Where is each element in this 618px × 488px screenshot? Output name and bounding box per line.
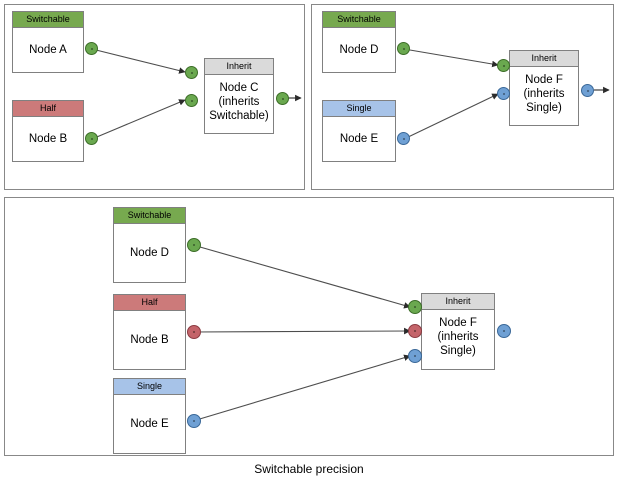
node-b-header: Half — [13, 101, 83, 117]
node-box-f2[interactable]: Inherit Node F (inherits Single) — [421, 293, 495, 370]
diagram-caption: Switchable precision — [254, 462, 364, 476]
node-box-b[interactable]: Half Node B — [12, 100, 84, 162]
node-a-label: Node A — [29, 44, 67, 56]
node-box-e2[interactable]: Single Node E — [113, 378, 186, 454]
port-c-input-2[interactable] — [185, 94, 198, 107]
node-f2-header: Inherit — [422, 294, 494, 310]
port-f2-input-3[interactable] — [408, 349, 422, 363]
port-f2-input-2[interactable] — [408, 324, 422, 338]
node-e-header: Single — [323, 101, 395, 117]
node-f-label: Node F (inherits Single) — [523, 74, 565, 114]
panel-bottom — [4, 197, 614, 456]
node-d-header: Switchable — [323, 12, 395, 28]
port-d2-output[interactable] — [187, 238, 201, 252]
node-f2-label: Node F (inherits Single) — [437, 317, 479, 357]
node-d2-label: Node D — [130, 247, 169, 259]
node-box-c[interactable]: Inherit Node C (inherits Switchable) — [204, 58, 274, 134]
port-c-output[interactable] — [276, 92, 289, 105]
node-b-label: Node B — [28, 133, 68, 145]
port-b-output[interactable] — [85, 132, 98, 145]
node-d-label: Node D — [339, 44, 379, 56]
port-f-input-1[interactable] — [497, 59, 510, 72]
port-e-output[interactable] — [397, 132, 410, 145]
node-a-header: Switchable — [13, 12, 83, 28]
node-c-header: Inherit — [205, 59, 273, 75]
node-c-label: Node C (inherits Switchable) — [209, 82, 269, 122]
port-f2-input-1[interactable] — [408, 300, 422, 314]
node-box-a[interactable]: Switchable Node A — [12, 11, 84, 73]
node-b2-header: Half — [114, 295, 185, 311]
port-e2-output[interactable] — [187, 414, 201, 428]
port-d-output[interactable] — [397, 42, 410, 55]
port-f-output[interactable] — [581, 84, 594, 97]
node-box-d[interactable]: Switchable Node D — [322, 11, 396, 73]
port-b2-output[interactable] — [187, 325, 201, 339]
node-f-header: Inherit — [510, 51, 578, 67]
node-e2-header: Single — [114, 379, 185, 395]
port-a-output[interactable] — [85, 42, 98, 55]
node-box-b2[interactable]: Half Node B — [113, 294, 186, 370]
node-d2-header: Switchable — [114, 208, 185, 224]
port-f-input-2[interactable] — [497, 87, 510, 100]
port-c-input-1[interactable] — [185, 66, 198, 79]
node-box-e[interactable]: Single Node E — [322, 100, 396, 162]
port-f2-output[interactable] — [497, 324, 511, 338]
node-e-label: Node E — [339, 133, 379, 145]
node-b2-label: Node B — [130, 334, 169, 346]
node-box-f[interactable]: Inherit Node F (inherits Single) — [509, 50, 579, 126]
node-box-d2[interactable]: Switchable Node D — [113, 207, 186, 283]
node-e2-label: Node E — [130, 418, 169, 430]
